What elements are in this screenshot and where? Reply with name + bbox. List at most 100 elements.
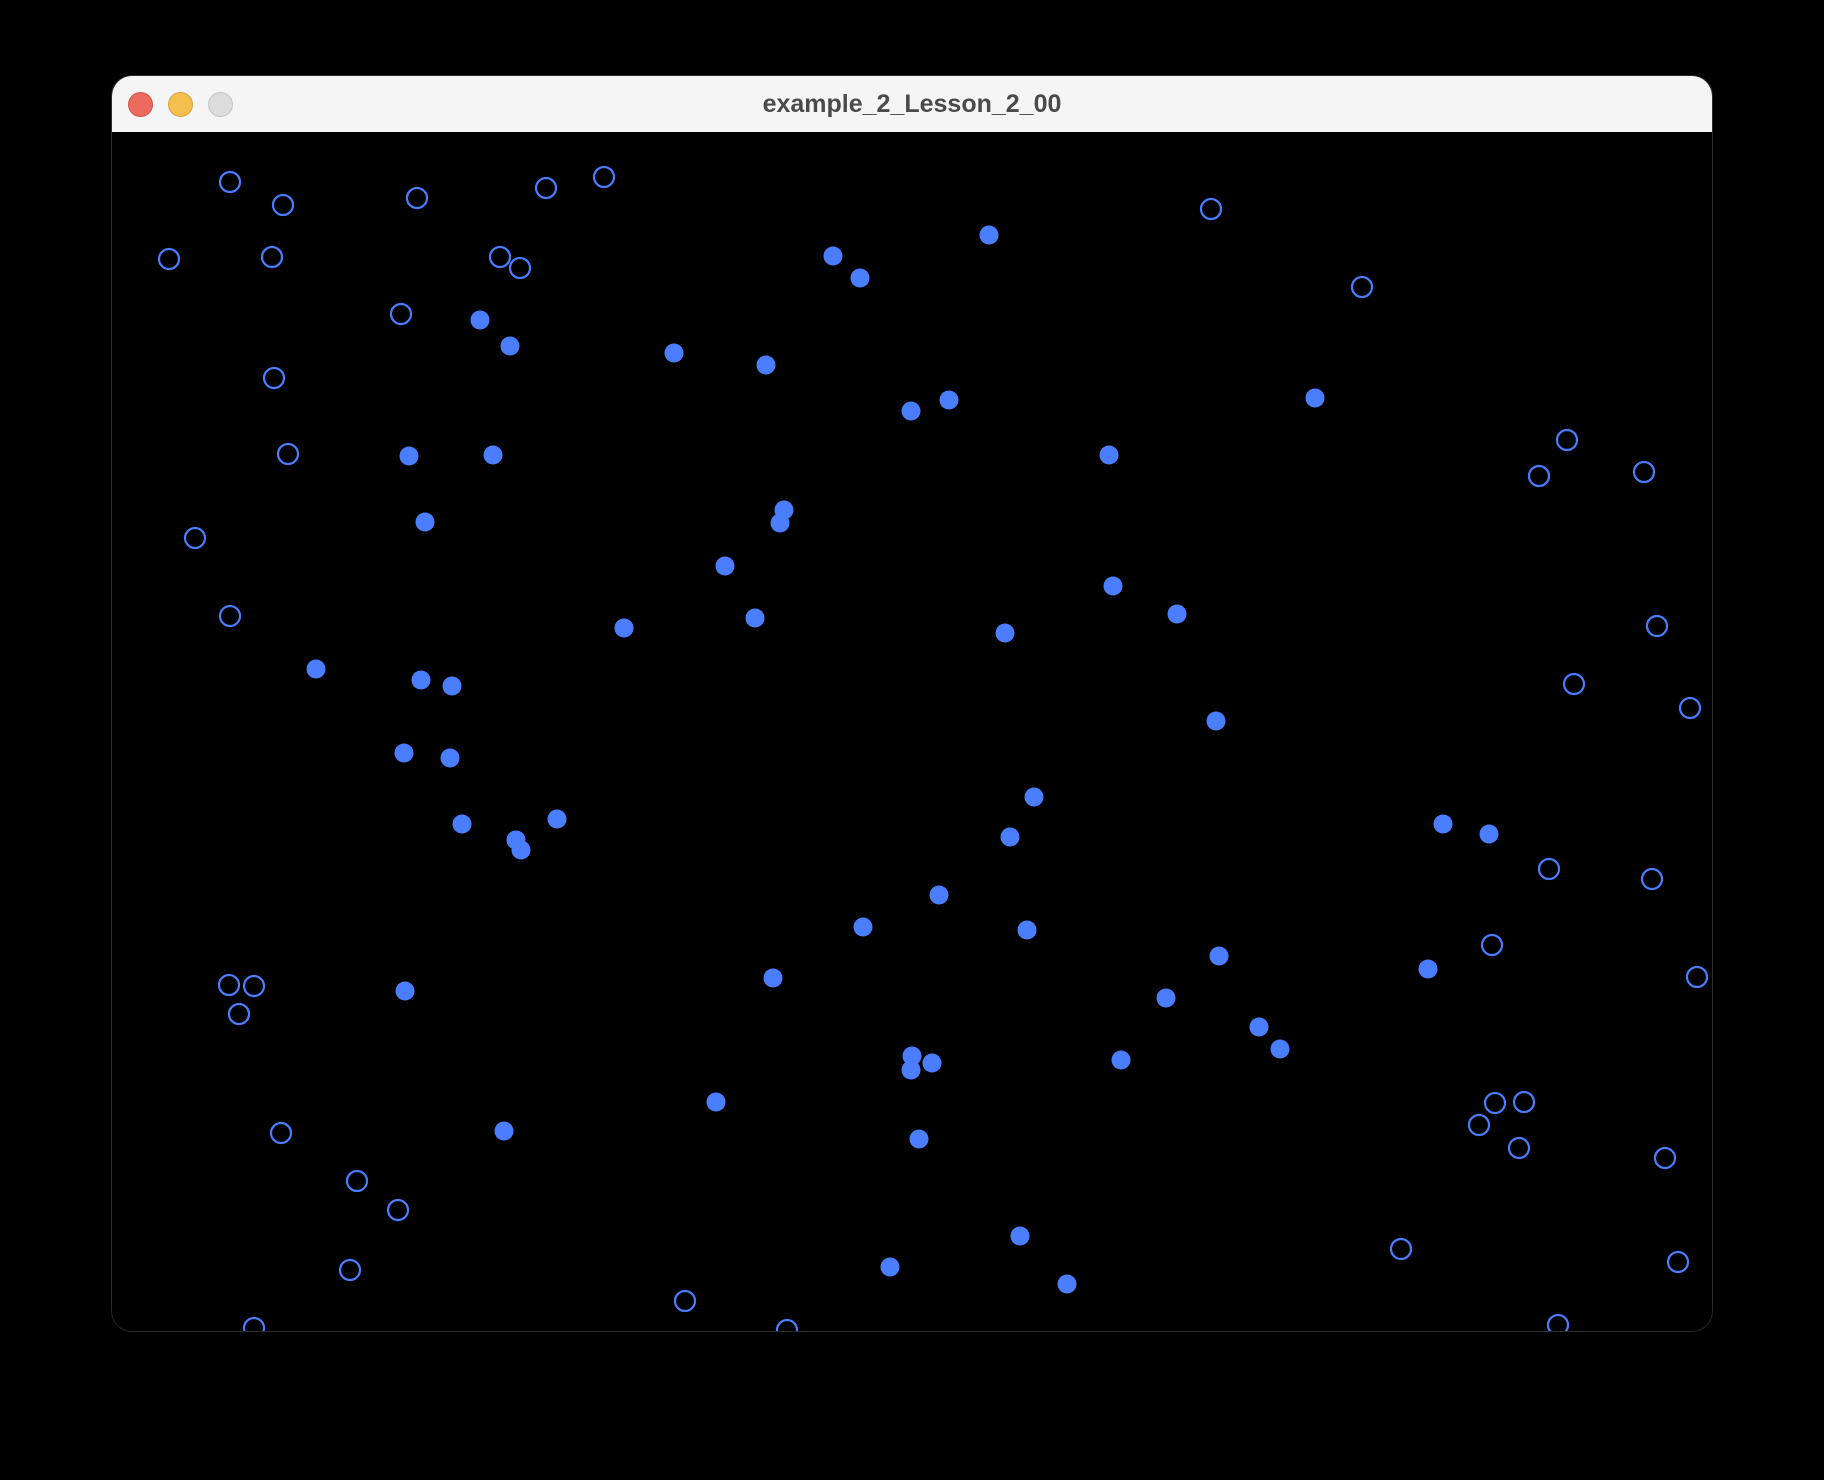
particle-filled [1479,824,1499,844]
particle-filled [470,310,490,330]
particle-outline [488,245,512,269]
particle-filled [1305,388,1325,408]
particle-outline [1645,614,1669,638]
particle-outline [260,245,284,269]
particle-filled [1249,1017,1269,1037]
particle-filled [850,268,870,288]
particle-filled [1000,827,1020,847]
particle-outline [389,302,413,326]
particle-filled [1103,576,1123,596]
particle-filled [979,225,999,245]
particle-filled [1209,946,1229,966]
particle-outline [262,366,286,390]
particle-field [157,165,1709,1331]
particle-filled [1206,711,1226,731]
particle-outline [242,1316,266,1331]
particle-filled [1057,1274,1077,1294]
particle-filled [880,1257,900,1277]
particle-filled [452,814,472,834]
particle-outline [405,186,429,210]
particle-filled [909,1129,929,1149]
particle-outline [217,973,241,997]
particle-outline [1678,696,1702,720]
particle-outline [218,604,242,628]
particle-outline [1546,1313,1570,1331]
particle-filled [1167,604,1187,624]
particle-filled [394,743,414,763]
particle-outline [508,256,532,280]
close-icon[interactable] [128,92,153,117]
particle-filled [763,968,783,988]
particle-filled [770,513,790,533]
particle-filled [1024,787,1044,807]
window-title: example_2_Lesson_2_00 [762,90,1062,118]
particle-outline [1483,1091,1507,1115]
particle-filled [1017,920,1037,940]
particle-outline [271,193,295,217]
particle-outline [1537,857,1561,881]
particle-outline [1632,460,1656,484]
particle-filled [547,809,567,829]
particle-outline [1653,1146,1677,1170]
particle-filled [901,1060,921,1080]
particle-filled [853,917,873,937]
particle-outline [1666,1250,1690,1274]
zoom-icon[interactable] [208,92,233,117]
particle-outline [1389,1237,1413,1261]
particle-outline [1350,275,1374,299]
particle-filled [1099,445,1119,465]
app-window: example_2_Lesson_2_00 [112,76,1712,1331]
particle-outline [673,1289,697,1313]
particle-outline [269,1121,293,1145]
particle-filled [901,401,921,421]
particle-outline [1527,464,1551,488]
particle-outline [345,1169,369,1193]
particle-filled [706,1092,726,1112]
particle-filled [511,840,531,860]
particle-outline [157,247,181,271]
particle-filled [995,623,1015,643]
particle-filled [1433,814,1453,834]
particle-outline [1512,1090,1536,1114]
particle-filled [614,618,634,638]
particle-outline [534,176,558,200]
particle-filled [745,608,765,628]
particle-filled [929,885,949,905]
particle-filled [715,556,735,576]
particle-filled [399,446,419,466]
particle-filled [664,343,684,363]
particle-outline [183,526,207,550]
particle-filled [494,1121,514,1141]
particle-outline [386,1198,410,1222]
particle-filled [1156,988,1176,1008]
particle-outline [338,1258,362,1282]
particle-filled [1270,1039,1290,1059]
minimize-icon[interactable] [168,92,193,117]
particle-outline [1507,1136,1531,1160]
particle-filled [440,748,460,768]
particle-outline [1480,933,1504,957]
particle-outline [1199,197,1223,221]
particle-filled [1111,1050,1131,1070]
particle-filled [442,676,462,696]
title-bar[interactable]: example_2_Lesson_2_00 [112,76,1712,133]
particle-outline [775,1318,799,1331]
particle-filled [306,659,326,679]
particle-outline [242,974,266,998]
particle-outline [1685,965,1709,989]
particle-outline [1555,428,1579,452]
particle-outline [227,1002,251,1026]
particle-outline [218,170,242,194]
particle-outline [1640,867,1664,891]
particle-filled [395,981,415,1001]
particle-filled [902,1046,922,1066]
particle-filled [756,355,776,375]
particle-outline [276,442,300,466]
particle-outline [592,165,616,189]
particle-filled [500,336,520,356]
particle-filled [483,445,503,465]
particle-filled [1418,959,1438,979]
sketch-canvas[interactable] [112,132,1712,1331]
particle-outline [1562,672,1586,696]
particle-filled [411,670,431,690]
